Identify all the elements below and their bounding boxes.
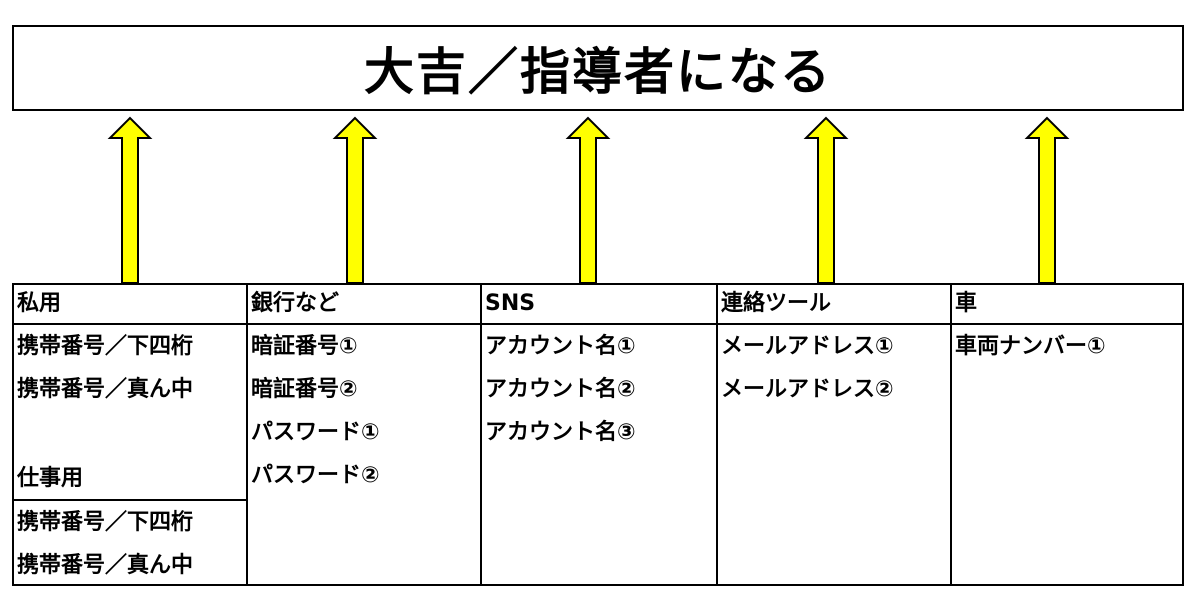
column-items: 車両ナンバー① [952, 325, 1182, 368]
list-item: アカウント名③ [485, 420, 636, 445]
sub-section-header: 仕事用 [17, 466, 84, 491]
list-item: 携帯番号／下四桁 [17, 510, 194, 535]
list-item: 携帯番号／下四桁 [17, 334, 194, 359]
list-item: パスワード① [251, 420, 380, 445]
goal-title-box: 大吉／指導者になる [12, 25, 1184, 111]
sub-section-items: 携帯番号／下四桁 携帯番号／真ん中 [17, 501, 193, 587]
column-car: 車 車両ナンバー① [952, 285, 1182, 584]
up-arrow-1 [107, 116, 153, 284]
up-arrow-3 [565, 116, 611, 284]
category-table: 私用 携帯番号／下四桁 携帯番号／真ん中 仕事用 携帯番号／下四桁 携帯番号／真… [12, 283, 1184, 586]
list-item: 暗証番号① [251, 334, 358, 359]
up-arrow-2 [332, 116, 378, 284]
column-divider [480, 285, 482, 584]
column-header: 銀行など [248, 285, 480, 325]
column-bank: 銀行など 暗証番号① 暗証番号② パスワード① パスワード② [248, 285, 480, 584]
column-items: メールアドレス① メールアドレス② [718, 325, 950, 411]
column-sns: SNS アカウント名① アカウント名② アカウント名③ [482, 285, 716, 584]
column-header: 私用 [14, 285, 248, 325]
up-arrow-5 [1024, 116, 1070, 284]
column-header: 車 [952, 285, 1182, 325]
column-divider [950, 285, 952, 584]
list-item: アカウント名① [485, 334, 636, 359]
goal-title: 大吉／指導者になる [364, 43, 832, 101]
list-item: 携帯番号／真ん中 [17, 553, 194, 578]
column-divider [716, 285, 718, 584]
column-contact-tools: 連絡ツール メールアドレス① メールアドレス② [718, 285, 950, 584]
column-private: 私用 携帯番号／下四桁 携帯番号／真ん中 仕事用 携帯番号／下四桁 携帯番号／真… [14, 285, 248, 584]
list-item: パスワード② [251, 463, 380, 488]
up-arrow-4 [803, 116, 849, 284]
column-header: SNS [482, 285, 716, 325]
column-divider [246, 285, 248, 584]
list-item: メールアドレス② [721, 377, 894, 402]
list-item: アカウント名② [485, 377, 636, 402]
column-items: 暗証番号① 暗証番号② パスワード① パスワード② [248, 325, 480, 497]
list-item: メールアドレス① [721, 334, 894, 359]
column-header: 連絡ツール [718, 285, 950, 325]
column-items: 携帯番号／下四桁 携帯番号／真ん中 [14, 325, 248, 411]
list-item: 暗証番号② [251, 377, 358, 402]
list-item: 車両ナンバー① [955, 334, 1106, 359]
column-items: アカウント名① アカウント名② アカウント名③ [482, 325, 716, 454]
divider [14, 499, 246, 501]
list-item: 携帯番号／真ん中 [17, 377, 194, 402]
